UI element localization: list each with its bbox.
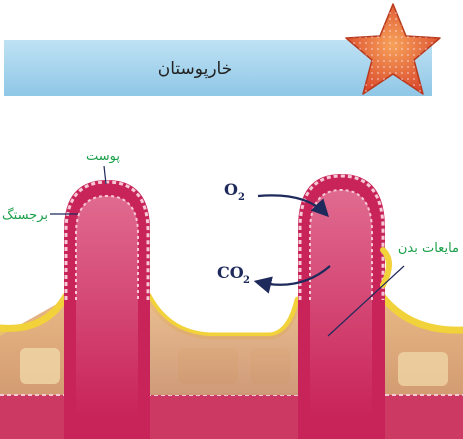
o2-text: O — [224, 180, 238, 199]
papula-left — [64, 180, 150, 439]
header-title: خارپوستان — [158, 59, 232, 79]
o2-label: O 2 — [224, 180, 245, 203]
projection-label: برجستگ — [2, 207, 48, 223]
co2-subscript: 2 — [243, 275, 250, 286]
papula-right — [298, 174, 389, 439]
co2-text: CO — [217, 263, 244, 282]
co2-label: CO 2 — [217, 263, 250, 286]
o2-subscript: 2 — [238, 192, 245, 203]
body-fluid-label: مایعات بدن — [398, 241, 459, 256]
skin-label: پوست — [86, 149, 120, 164]
